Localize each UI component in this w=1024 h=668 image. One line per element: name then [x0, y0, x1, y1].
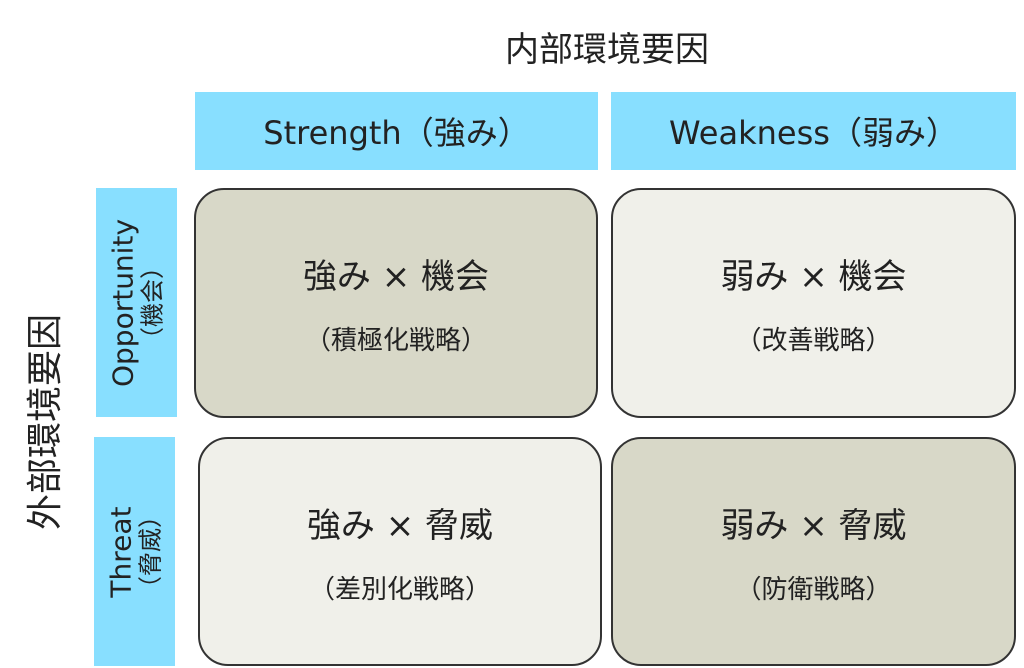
cell-strategy: （積極化戦略） [304, 326, 487, 356]
cell-title: 強み × 脅威 [306, 505, 494, 546]
opportunity-jp-label: （機会） [137, 254, 166, 351]
threat-label: Threat [103, 505, 137, 598]
threat-header: Threat（脅威） [94, 437, 175, 666]
strength-header: Strength（強み） [195, 92, 598, 170]
opportunity-header: Opportunity（機会） [96, 188, 177, 417]
cell-strategy: （差別化戦略） [308, 574, 491, 605]
weakness-header: Weakness（弱み） [611, 92, 1016, 170]
opportunity-label: Opportunity [105, 218, 139, 387]
strength-label: Strength（強み） [263, 114, 530, 152]
cell-title: 弱み × 機会 [720, 257, 907, 297]
threat-jp-label: （脅威） [135, 503, 164, 600]
internal-factors-title: 内部環境要因 [505, 30, 709, 70]
cell-title: 強み × 機会 [302, 257, 490, 297]
external-factors-title: 外部環境要因 [25, 313, 66, 531]
cell-title: 弱み × 脅威 [720, 505, 907, 546]
cell-strategy: （防衛戦略） [735, 574, 892, 605]
cell-weakness-threat: 弱み × 脅威 （防衛戦略） [611, 437, 1016, 666]
cell-weakness-opportunity: 弱み × 機会 （改善戦略） [611, 188, 1016, 418]
cell-strength-opportunity: 強み × 機会 （積極化戦略） [194, 188, 598, 418]
weakness-label: Weakness（弱み） [669, 114, 958, 152]
cell-strategy: （改善戦略） [735, 326, 892, 356]
cell-strength-threat: 強み × 脅威 （差別化戦略） [198, 437, 602, 666]
